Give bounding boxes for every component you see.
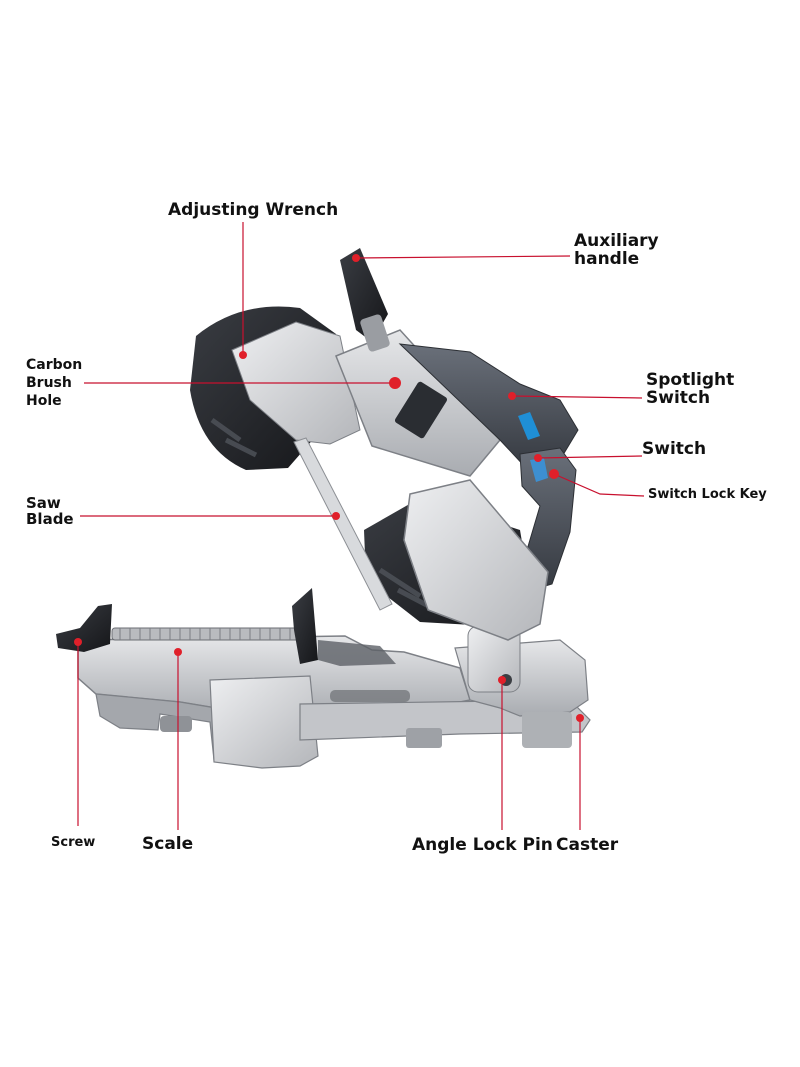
vise-fence — [318, 640, 396, 666]
base-foot-right — [522, 712, 572, 748]
saw-base — [56, 588, 591, 769]
marker-spotlight-switch — [508, 392, 516, 400]
label-spotlight-switch: Spotlight Switch — [646, 370, 735, 408]
brand-plate — [394, 381, 448, 439]
marker-caster — [576, 714, 584, 722]
saw-blade — [293, 437, 393, 611]
trigger — [530, 458, 548, 482]
base-foot-left — [160, 716, 192, 732]
callout-markers — [74, 254, 584, 722]
marker-carbon-brush-hole — [389, 377, 401, 389]
leader-auxiliary-handle — [355, 255, 571, 259]
label-switch-lock-key: Switch Lock Key — [648, 487, 767, 502]
marker-screw — [74, 638, 82, 646]
label-spotlight-line1: Spotlight — [646, 370, 735, 390]
marker-angle-lock-pin — [498, 676, 506, 684]
label-auxiliary-handle-line1: Auxiliary — [574, 231, 659, 251]
marker-switch-lock-key — [549, 469, 559, 479]
handle-accent — [518, 412, 540, 440]
label-saw-line1: Saw — [26, 494, 61, 512]
saw-head — [190, 248, 579, 641]
base-foot-mid — [406, 728, 442, 748]
label-screw: Screw — [51, 835, 96, 850]
marker-scale — [174, 648, 182, 656]
label-auxiliary-handle: Auxiliary handle — [574, 231, 659, 269]
vise-handle — [56, 604, 112, 652]
base-center-block — [209, 675, 319, 769]
label-spotlight-line2: Switch — [646, 387, 711, 408]
marker-saw-blade — [332, 512, 340, 520]
marker-auxiliary-handle — [352, 254, 360, 262]
aux-handle-base — [360, 314, 390, 352]
marker-adjusting-wrench — [239, 351, 247, 359]
motor-body — [398, 343, 579, 471]
label-auxiliary-handle-line2: handle — [574, 248, 640, 269]
label-angle-lock-pin: Angle Lock Pin — [412, 835, 553, 855]
rod-threads — [119, 628, 291, 640]
vise-jaw — [292, 588, 318, 664]
label-carbon-brush-hole: Carbon Brush Hole — [26, 356, 82, 411]
marker-switch — [534, 454, 542, 462]
label-carbon-line2: Brush — [26, 375, 72, 392]
leader-spotlight-switch — [511, 395, 643, 399]
label-switch: Switch — [642, 439, 707, 459]
label-saw-blade: Saw Blade — [26, 494, 74, 528]
label-scale: Scale — [142, 834, 194, 854]
leader-switch-lock-key — [553, 473, 645, 497]
label-saw-line2: Blade — [26, 509, 74, 528]
label-caster: Caster — [556, 835, 619, 855]
label-carbon-line3: Hole — [26, 393, 62, 410]
blade-guide-lower — [403, 479, 549, 641]
label-adjusting-wrench: Adjusting Wrench — [168, 200, 339, 220]
label-carbon-line1: Carbon — [26, 357, 83, 373]
leader-lines — [77, 222, 645, 830]
base-slot — [330, 690, 410, 702]
leader-switch — [537, 455, 643, 459]
